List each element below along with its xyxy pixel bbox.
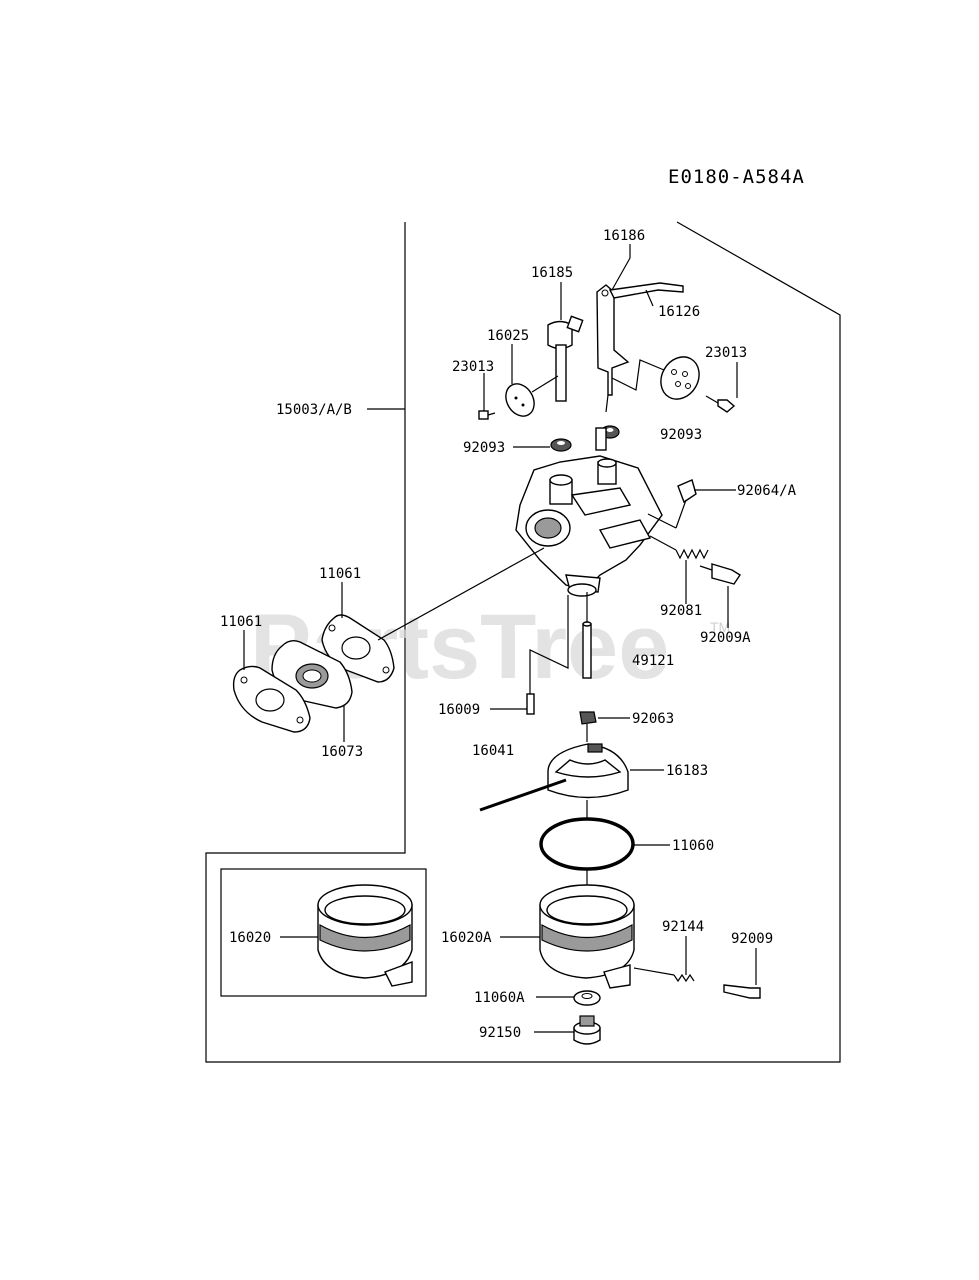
part-label: 23013 — [705, 345, 747, 361]
part-label: 92063 — [632, 711, 674, 727]
float-bowl-alt-part — [317, 884, 413, 987]
part-labels: 16186 16185 16126 16025 23013 23013 1500… — [220, 228, 797, 1041]
screw-right-part — [705, 395, 736, 413]
o-ring-part — [539, 817, 635, 890]
washer-part — [573, 990, 601, 1006]
part-label: 23013 — [452, 359, 494, 375]
part-label: 16186 — [603, 228, 645, 244]
idle-screw-part — [647, 479, 697, 529]
throttle-plate-part — [505, 375, 559, 417]
mixture-screw-part — [699, 563, 741, 585]
part-label: 92093 — [660, 427, 702, 443]
watermark-tm: TM — [710, 619, 730, 635]
part-label: 16009 — [438, 702, 480, 718]
part-label: 15003/A/B — [276, 402, 352, 418]
choke-plate-part — [611, 356, 700, 400]
part-label: 11060 — [672, 838, 714, 854]
part-label: 92093 — [463, 440, 505, 456]
part-label: 92081 — [660, 603, 702, 619]
carburetor-body-part — [515, 427, 663, 597]
screw-left-part — [478, 410, 496, 420]
intake-axis-line — [377, 547, 545, 641]
gasket-inner-part — [232, 665, 311, 733]
part-label: 16025 — [487, 328, 529, 344]
spring-part — [649, 535, 709, 560]
part-label: 11061 — [220, 614, 262, 630]
diagram-code: E0180-A584A — [668, 166, 805, 188]
float-bowl-part — [539, 884, 635, 989]
part-label: 92064/A — [737, 483, 797, 499]
part-label: 92009 — [731, 931, 773, 947]
part-label: 16020 — [229, 930, 271, 946]
part-label: 49121 — [632, 653, 674, 669]
part-label: 92150 — [479, 1025, 521, 1041]
assembly-outline — [205, 221, 841, 1063]
part-label: 16041 — [472, 743, 514, 759]
part-label: 16126 — [658, 304, 700, 320]
seal-left-part — [550, 438, 572, 452]
part-label: 16020A — [441, 930, 492, 946]
part-label: 92009A — [700, 630, 751, 646]
drain-screw-part — [633, 967, 761, 999]
throttle-shaft-part — [547, 300, 584, 402]
part-label: 16073 — [321, 744, 363, 760]
float-part — [479, 724, 629, 818]
part-label: 92144 — [662, 919, 704, 935]
leader-lines — [243, 244, 757, 1033]
part-label: 16185 — [531, 265, 573, 281]
part-label: 11061 — [319, 566, 361, 582]
part-label: 11060A — [474, 990, 525, 1006]
main-jet-part — [526, 595, 569, 715]
nozzle-part — [579, 711, 597, 725]
needle-valve-part — [582, 592, 592, 679]
bowl-nut-part — [573, 1015, 601, 1045]
part-label: 16183 — [666, 763, 708, 779]
